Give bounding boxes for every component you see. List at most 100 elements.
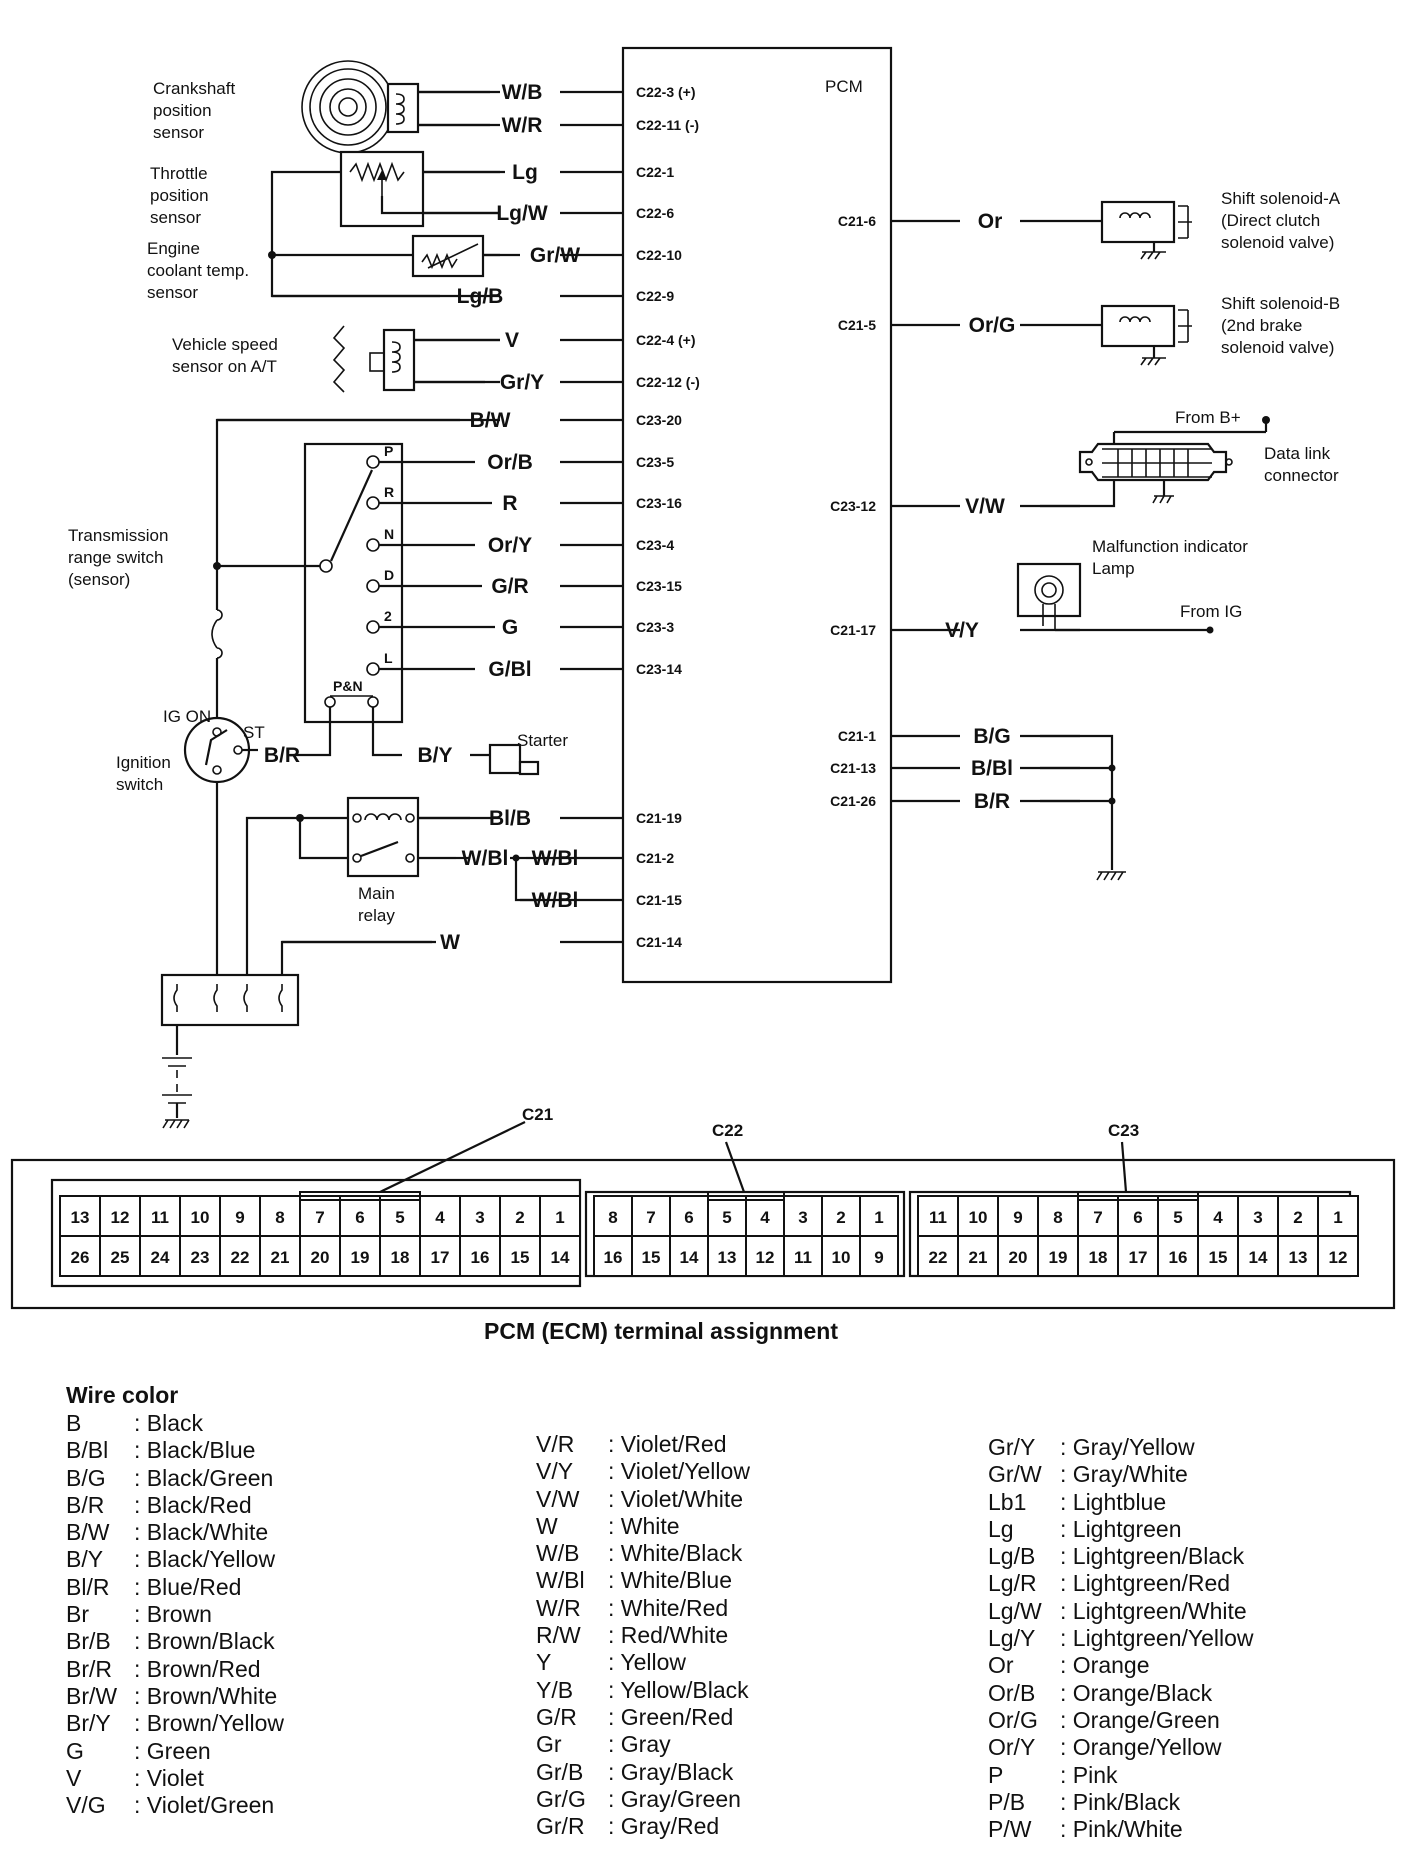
legend-color-name: : Pink/Black	[1060, 1788, 1181, 1815]
legend-title: Wire color	[66, 1382, 179, 1408]
connector-cell-number: 22	[231, 1248, 250, 1267]
legend-color-name: : Lightblue	[1060, 1488, 1167, 1515]
dlc-label-1: Data link	[1264, 444, 1331, 463]
legend-row: Lg/Y: Lightgreen/Yellow	[988, 1625, 1254, 1652]
legend-color-name: : Brown/Black	[134, 1628, 275, 1655]
connector-cell	[459, 1195, 501, 1237]
connector-cell	[1317, 1195, 1359, 1237]
connector-cell-number: 13	[718, 1248, 737, 1267]
legend-code: Or	[988, 1652, 1014, 1679]
wire-code-label: G/Bl	[488, 658, 531, 681]
legend-code: Lg/Y	[988, 1625, 1036, 1652]
trs-position-label: D	[384, 567, 394, 583]
relay-label-1: Main	[358, 884, 395, 903]
ground-icon	[1140, 251, 1166, 260]
connector-cell-number: 7	[1093, 1208, 1102, 1227]
legend-code: V/W	[536, 1485, 580, 1512]
legend-code: B	[66, 1410, 82, 1436]
connector-cell	[59, 1235, 101, 1277]
legend-code: V/Y	[536, 1458, 574, 1485]
connector-cell	[459, 1235, 501, 1277]
legend-row: Br/W: Brown/White	[66, 1683, 284, 1710]
legend-code: Y	[536, 1649, 552, 1676]
legend-code: Br/Y	[66, 1710, 111, 1737]
legend-row: W: White	[536, 1513, 750, 1540]
legend-row: V/Y: Violet/Yellow	[536, 1458, 750, 1485]
pcm-terminal-label: C21-6	[838, 213, 876, 229]
sol-b-label-1: Shift solenoid-B	[1221, 294, 1340, 313]
legend-row: Or/G: Orange/Green	[988, 1707, 1254, 1734]
legend-row: G/R: Green/Red	[536, 1704, 750, 1731]
wire-code-label: W/Bl	[532, 847, 579, 870]
ect-box	[411, 234, 485, 278]
fuse-icon	[211, 609, 223, 659]
legend-code: G/R	[536, 1703, 577, 1730]
ckp-label-3: sensor	[153, 123, 204, 142]
pcm-box	[621, 46, 893, 984]
connector-cell	[1077, 1235, 1119, 1277]
legend-code: B/R	[66, 1491, 105, 1518]
connector-cell-number: 11	[794, 1248, 812, 1267]
legend-code: B/G	[66, 1464, 106, 1491]
legend-row: P: Pink	[988, 1762, 1254, 1789]
connector-cell-number: 5	[1173, 1208, 1182, 1227]
legend-color-name: : Violet/Red	[608, 1431, 727, 1457]
legend-code: B/Y	[66, 1546, 104, 1573]
legend-color-name: : Blue/Red	[134, 1573, 242, 1600]
connector-cell-number: 17	[431, 1248, 450, 1267]
pcm-terminal-label: C23-12	[830, 498, 876, 514]
trs-position-label: R	[384, 484, 394, 500]
trs-label-2: range switch	[68, 548, 163, 567]
legend-color-name: : White/Black	[608, 1540, 743, 1567]
wire-code-label: Or/B	[487, 451, 533, 474]
wire-code-label: Or/G	[969, 314, 1016, 337]
legend-color-name: : Black/Red	[134, 1491, 252, 1518]
legend-code: Bl/R	[66, 1573, 110, 1600]
legend-code: Y/B	[536, 1676, 574, 1703]
legend-code: V/R	[536, 1431, 575, 1457]
legend-row: B/Bl: Black/Blue	[66, 1437, 284, 1464]
legend-code: G	[66, 1737, 84, 1764]
legend-row: Br/Y: Brown/Yellow	[66, 1710, 284, 1737]
legend-color-name: : Lightgreen/Red	[1060, 1570, 1231, 1597]
legend-code: Br/R	[66, 1655, 112, 1682]
tps-label-1: Throttle	[150, 164, 208, 183]
pcm-terminal-label: C22-3 (+)	[636, 84, 696, 100]
legend-row: B: Black	[66, 1410, 284, 1437]
connector-cell	[997, 1235, 1039, 1277]
legend-code: V	[66, 1764, 82, 1791]
wire-code-label: Gr/Y	[500, 371, 544, 394]
solenoid-b-icon	[1100, 304, 1176, 348]
connector-cell	[783, 1235, 823, 1277]
legend-code: Lg/R	[988, 1570, 1037, 1597]
legend-row: R/W: Red/White	[536, 1622, 750, 1649]
pcm-terminal-label: C21-14	[636, 934, 682, 950]
ckp-label-1: Crankshaft	[153, 79, 235, 98]
pcm-terminal-label: C22-6	[636, 205, 674, 221]
pcm-terminal-label: C21-1	[838, 728, 876, 744]
legend-row: Or/B: Orange/Black	[988, 1680, 1254, 1707]
connector-cell-number: 8	[608, 1208, 617, 1227]
connector-cell-number: 1	[874, 1208, 883, 1227]
pcm-terminal-label: C22-12 (-)	[636, 374, 700, 390]
legend-color-name: : Violet/Green	[134, 1792, 275, 1819]
connector-cell-number: 15	[642, 1248, 661, 1267]
mil-label-1: Malfunction indicator	[1092, 537, 1248, 556]
connector-cell	[59, 1195, 101, 1237]
legend-color-name: : Red/White	[608, 1622, 729, 1649]
legend-row: Bl/R : Blue/Red	[66, 1574, 284, 1601]
legend-color-name: : Gray/Black	[608, 1758, 734, 1785]
legend-code: V/G	[66, 1792, 106, 1819]
tps-label-2: position	[150, 186, 209, 205]
relay-coil-icon	[364, 813, 402, 821]
starter-label: Starter	[517, 731, 568, 750]
legend-row: P/B: Pink/Black	[988, 1789, 1254, 1816]
wire-code-label: W/B	[502, 81, 543, 104]
connector-cell-number: 7	[646, 1208, 655, 1227]
pn-label: P&N	[333, 678, 363, 694]
connector-cell	[539, 1235, 581, 1277]
connector-cell	[1277, 1195, 1319, 1237]
